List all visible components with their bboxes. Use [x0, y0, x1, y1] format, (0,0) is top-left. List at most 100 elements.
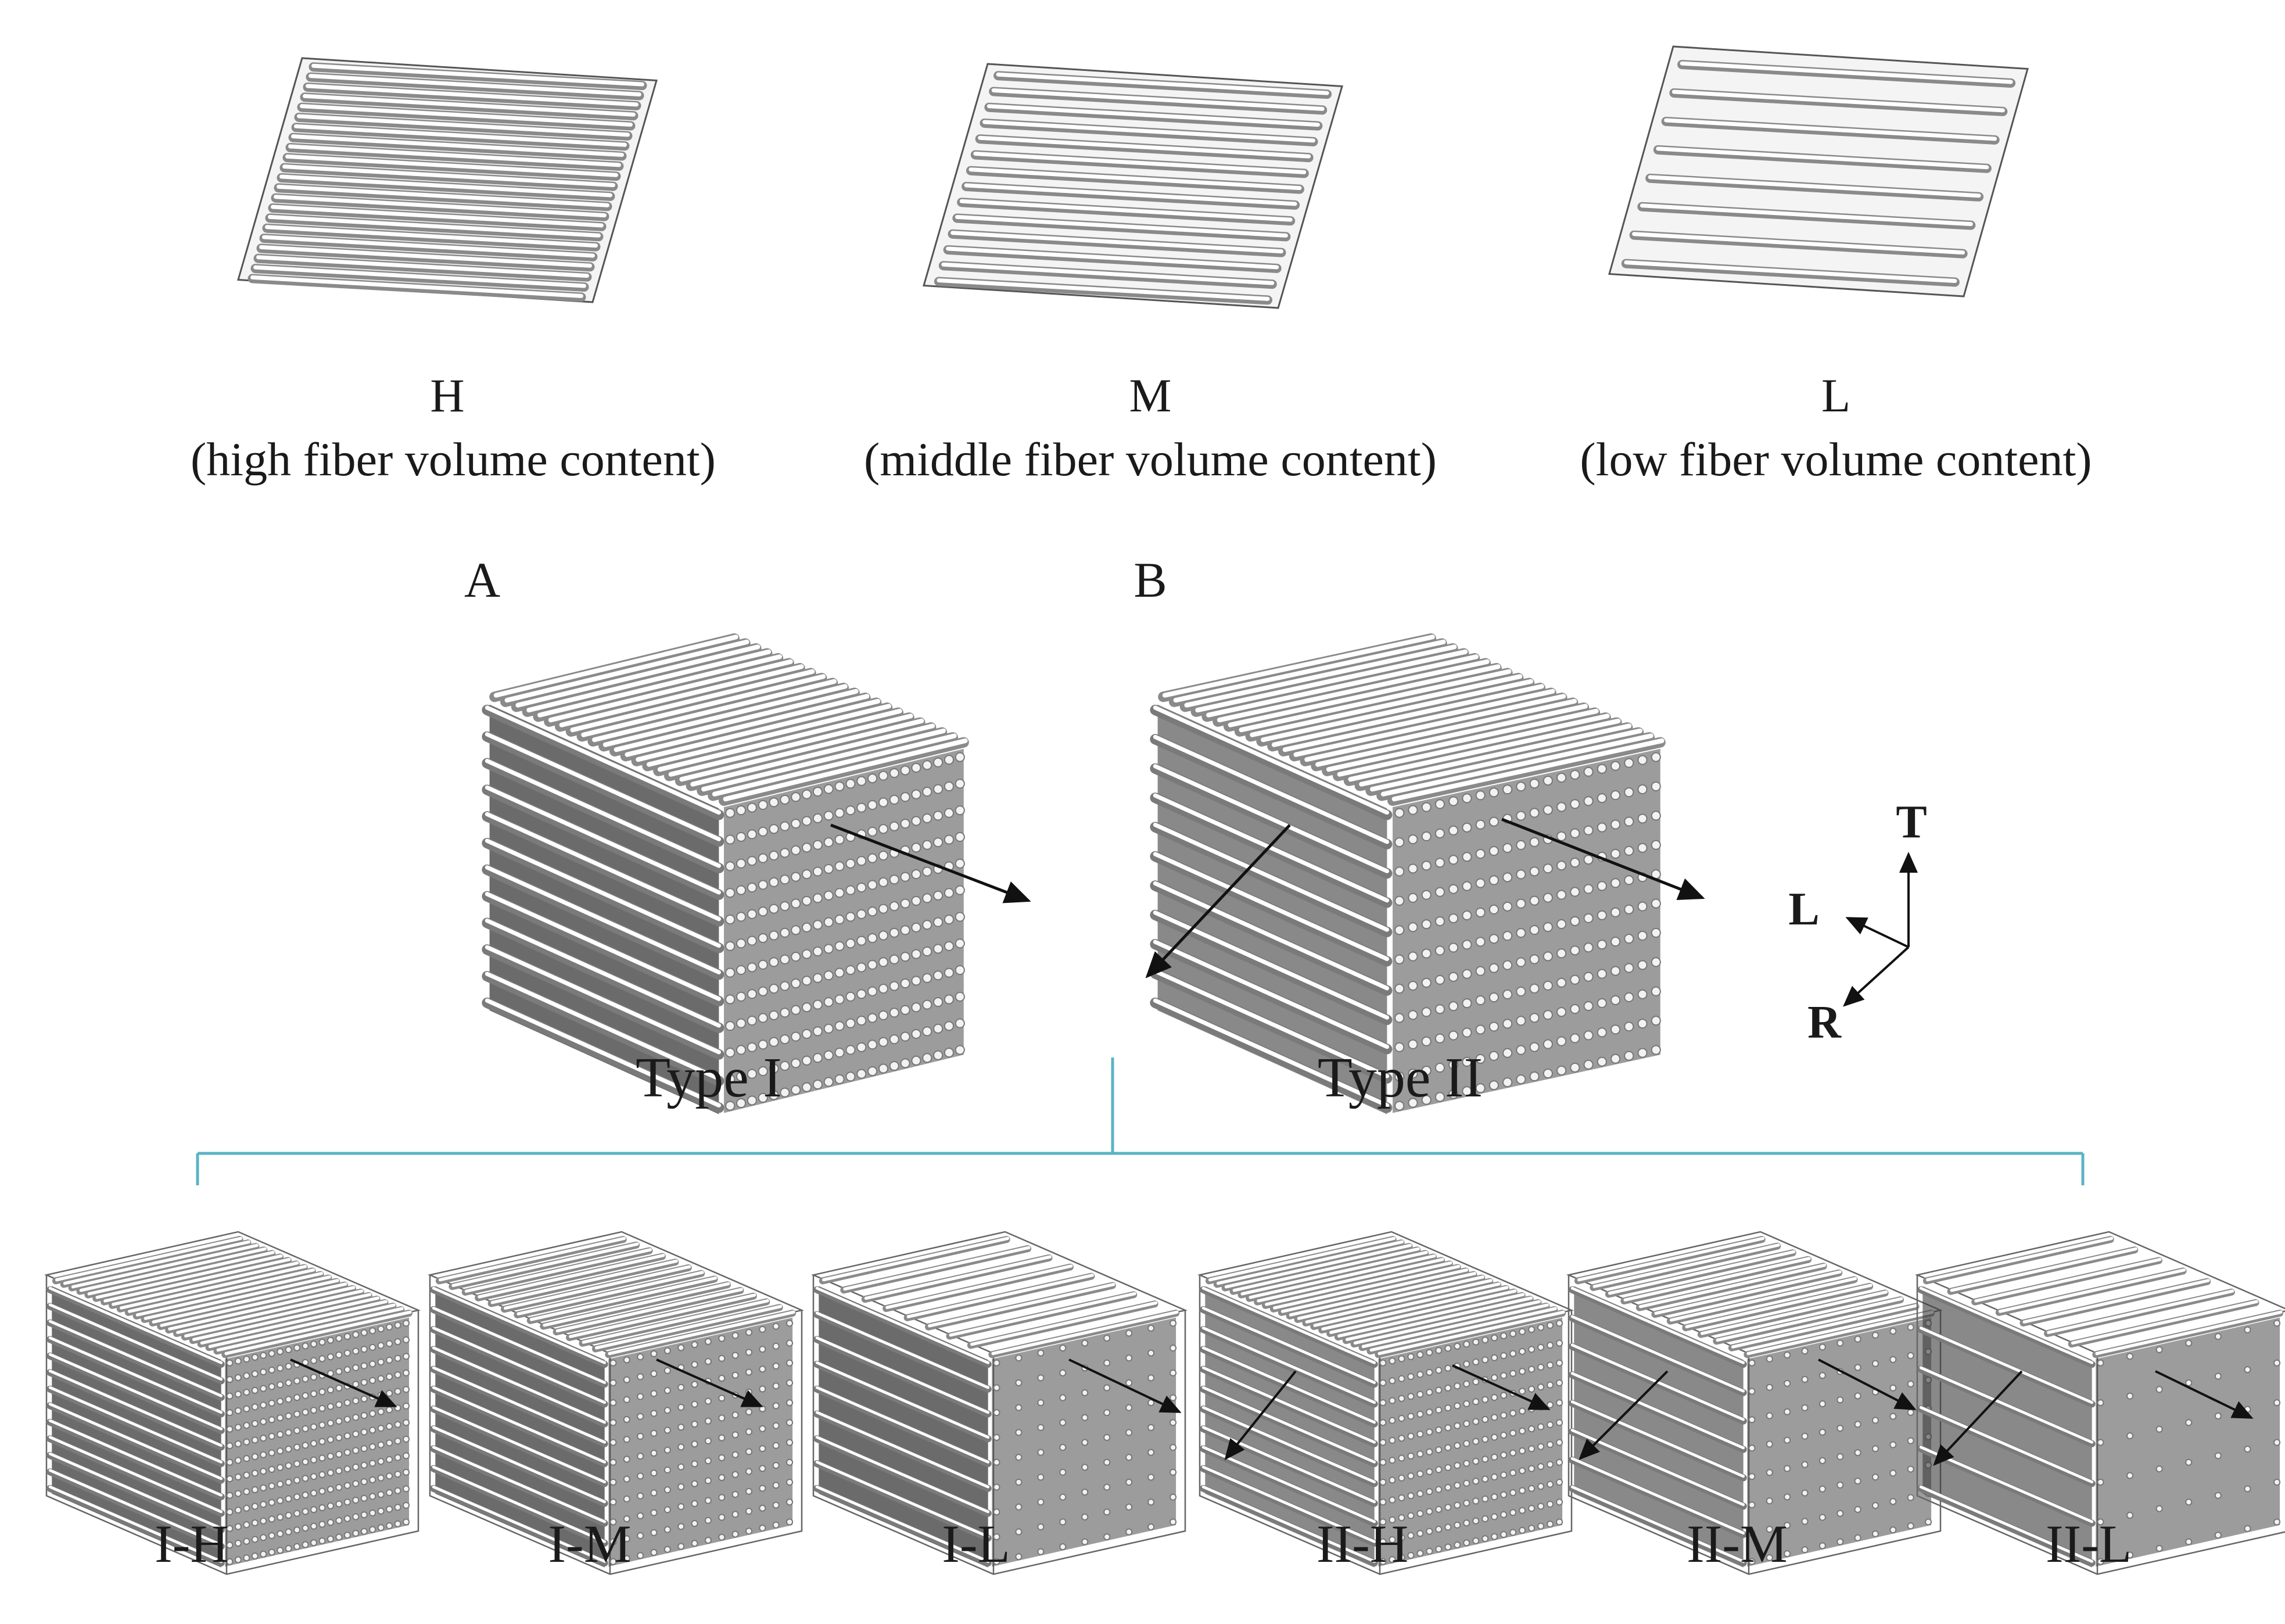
fiber-end: [759, 801, 767, 809]
fiber-end: [1538, 1384, 1544, 1390]
fiber-end: [1529, 1346, 1534, 1352]
fiber-end: [1749, 1474, 1755, 1479]
fiber-end: [1584, 914, 1593, 923]
fiber-end: [1529, 1486, 1534, 1492]
fiber-end: [345, 1532, 350, 1538]
fiber-end: [835, 942, 844, 951]
fiber-end: [370, 1328, 375, 1333]
fiber-end: [846, 966, 855, 974]
fiber-end: [345, 1516, 350, 1522]
fiber-end: [1389, 1477, 1395, 1483]
fiber-end: [802, 897, 811, 905]
fiber-end: [769, 905, 778, 913]
fiber-end: [1544, 864, 1552, 873]
fiber-end: [1170, 1494, 1176, 1500]
fiber-end: [1530, 838, 1539, 847]
fiber-end: [1519, 1388, 1525, 1394]
fiber-end: [1473, 1379, 1479, 1385]
fiber-end: [2186, 1539, 2191, 1545]
fiber-end: [692, 1481, 698, 1487]
fiber-end: [945, 995, 953, 1003]
fiber-end: [294, 1461, 300, 1467]
fiber-end: [1422, 802, 1431, 811]
fiber-end: [868, 960, 877, 969]
fiber-end: [719, 1395, 724, 1401]
fiber-end: [912, 1056, 920, 1065]
fiber-end: [813, 920, 822, 929]
fiber-end: [395, 1438, 401, 1444]
fiber-end: [705, 1358, 711, 1364]
fiber-end: [835, 1021, 844, 1030]
fiber-end: [2215, 1532, 2221, 1538]
fiber-end: [2215, 1333, 2221, 1339]
fiber-end: [1445, 1385, 1451, 1391]
fiber-end: [934, 1051, 942, 1060]
fiber-end: [345, 1466, 350, 1472]
fiber-end: [1482, 1476, 1488, 1482]
fiber-end: [277, 1365, 283, 1371]
fiber-end: [787, 1519, 792, 1525]
fiber-end: [303, 1508, 309, 1514]
fiber-end: [637, 1414, 643, 1419]
fiber-end: [1389, 1457, 1395, 1463]
fiber-blocks-group: [46, 637, 2285, 1574]
fiber-end: [1519, 1487, 1525, 1493]
fiber-end: [1547, 1482, 1553, 1487]
variant-label-i-l: I-L: [889, 1514, 1063, 1574]
fiber-end: [1890, 1328, 1896, 1334]
fiber-end: [780, 1035, 789, 1044]
fiber-end: [824, 1077, 833, 1086]
fiber-end: [1855, 1450, 1861, 1455]
fiber-end: [678, 1504, 684, 1510]
variant-label-ii-h: II-H: [1275, 1514, 1450, 1574]
fiber-end: [802, 1003, 811, 1012]
fiber-end: [1490, 788, 1498, 797]
fiber-end: [1491, 1454, 1497, 1460]
fiber-end: [1170, 1320, 1176, 1326]
fiber-end: [912, 790, 920, 799]
fiber-end: [345, 1417, 350, 1422]
fiber-end: [1855, 1507, 1861, 1512]
fiber-end: [923, 787, 931, 796]
fiber-end: [1530, 779, 1539, 788]
fiber-end: [835, 995, 844, 1003]
fiber-end: [890, 981, 899, 990]
type-tag-a: A: [447, 552, 517, 608]
fiber-end: [1510, 1470, 1516, 1476]
fiber-end: [624, 1436, 630, 1442]
fiber-end: [1584, 1031, 1593, 1039]
fiber-end: [260, 1369, 266, 1375]
fiber-end: [1170, 1345, 1176, 1351]
fiber-end: [1624, 876, 1633, 884]
fiber-end: [269, 1400, 275, 1406]
fiber-end: [1398, 1495, 1404, 1501]
fiber-end: [1547, 1521, 1553, 1527]
fiber-end: [956, 992, 964, 1001]
fiber-end: [759, 1327, 765, 1332]
fiber-end: [733, 1412, 738, 1418]
fiber-end: [361, 1346, 367, 1352]
fiber-end: [692, 1421, 698, 1427]
fiber-end: [746, 1409, 752, 1415]
fiber-end: [813, 947, 822, 956]
fiber-end: [769, 824, 778, 833]
fiber-end: [1104, 1360, 1110, 1366]
fiber-end: [637, 1433, 643, 1439]
fiber-end: [791, 926, 800, 934]
fiber-end: [1538, 1464, 1544, 1469]
fiber-end: [746, 1370, 752, 1375]
fiber-end: [1538, 1325, 1544, 1331]
fiber-end: [1584, 1060, 1593, 1069]
fiber-end: [370, 1361, 375, 1367]
fiber-end: [719, 1535, 724, 1540]
fiber-end: [890, 1008, 899, 1017]
fiber-end: [277, 1481, 283, 1487]
fiber-end: [1038, 1350, 1043, 1356]
fiber-end: [901, 1059, 910, 1067]
fiber-end: [1445, 1345, 1451, 1351]
fiber-end: [624, 1397, 630, 1403]
fiber-end: [403, 1337, 409, 1343]
fiber-end: [1529, 1466, 1534, 1472]
fiber-end: [726, 835, 734, 844]
fiber-end: [1473, 1439, 1479, 1444]
